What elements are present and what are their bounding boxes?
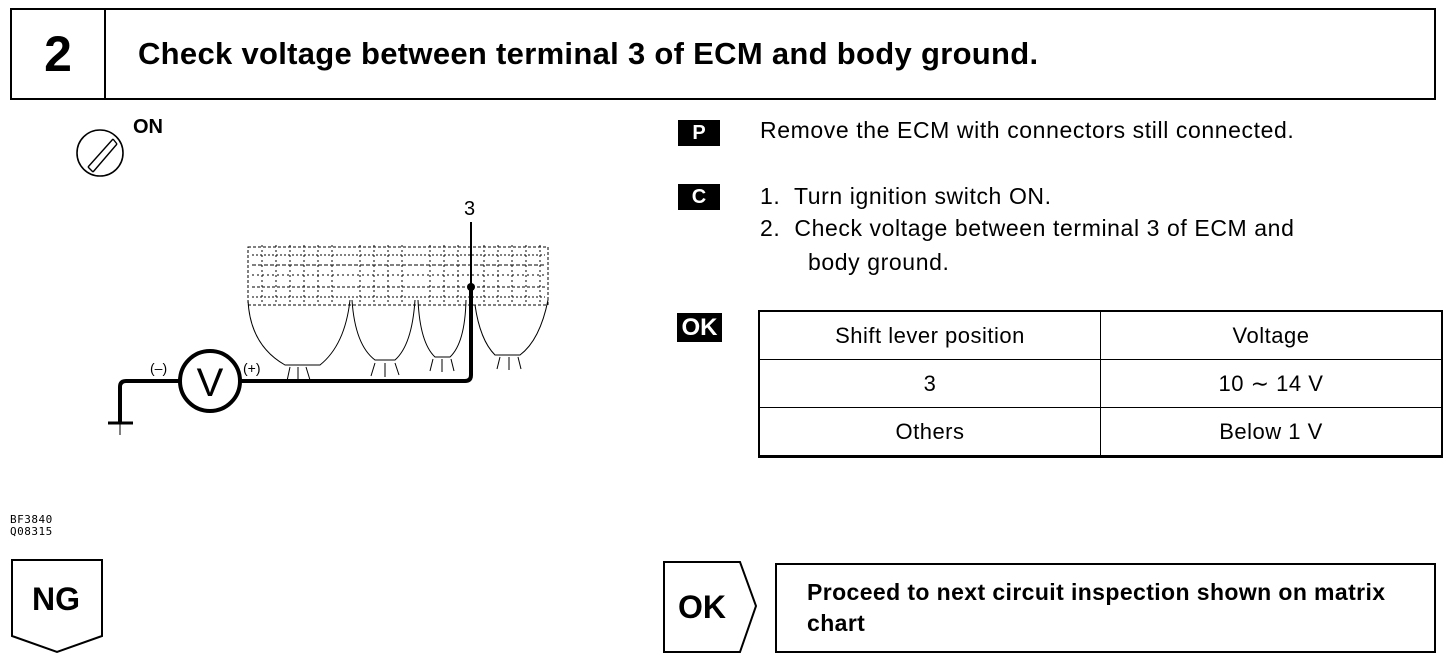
- ok-action-box: Proceed to next circuit inspection shown…: [775, 563, 1436, 653]
- wiring-diagram: ON 3 V (–) (+): [76, 116, 549, 435]
- voltage-table: Shift lever position Voltage 3 10 ∼ 14 V…: [758, 310, 1443, 458]
- step-title: Check voltage between terminal 3 of ECM …: [138, 36, 1039, 71]
- check-step: 2. Check voltage between terminal 3 of E…: [760, 215, 1295, 241]
- table-header: Voltage: [1100, 310, 1443, 360]
- table-cell: 3: [758, 359, 1101, 408]
- ng-result-shape: [11, 559, 103, 654]
- check-step: 1. Turn ignition switch ON.: [760, 183, 1052, 209]
- table-row: Others Below 1 V: [758, 407, 1443, 457]
- table-header-row: Shift lever position Voltage: [758, 310, 1443, 360]
- voltmeter-icon: V: [178, 349, 242, 413]
- table-cell: 10 ∼ 14 V: [1100, 359, 1443, 408]
- check-step-continued: body ground.: [808, 249, 950, 275]
- ok-action-text: Proceed to next circuit inspection shown…: [807, 579, 1386, 636]
- ok-badge: OK: [677, 313, 722, 342]
- table-cell: Others: [758, 407, 1101, 457]
- ground-icon: [108, 421, 133, 435]
- table-cell: Below 1 V: [1100, 407, 1443, 457]
- table-row: 3 10 ∼ 14 V: [758, 359, 1443, 408]
- ng-label: NG: [32, 580, 80, 617]
- ignition-switch-icon: [76, 129, 124, 177]
- figure-code: BF3840: [10, 513, 53, 526]
- check-badge: C: [678, 184, 720, 210]
- voltmeter-symbol: V: [197, 361, 224, 405]
- ecm-connectors: [247, 245, 549, 382]
- minus-label: (–): [150, 360, 167, 376]
- figure-code: Q08315: [10, 525, 53, 538]
- ok-result-shape: [663, 561, 758, 653]
- ignition-on-label: ON: [133, 116, 163, 138]
- step-header: 2 Check voltage between terminal 3 of EC…: [10, 8, 1436, 100]
- ok-label: OK: [678, 588, 726, 625]
- prep-badge: P: [678, 120, 720, 146]
- plus-label: (+): [243, 360, 261, 376]
- step-number: 2: [12, 10, 106, 98]
- terminal-label: 3: [464, 198, 475, 220]
- table-header: Shift lever position: [758, 310, 1101, 360]
- prep-text: Remove the ECM with connectors still con…: [760, 117, 1295, 143]
